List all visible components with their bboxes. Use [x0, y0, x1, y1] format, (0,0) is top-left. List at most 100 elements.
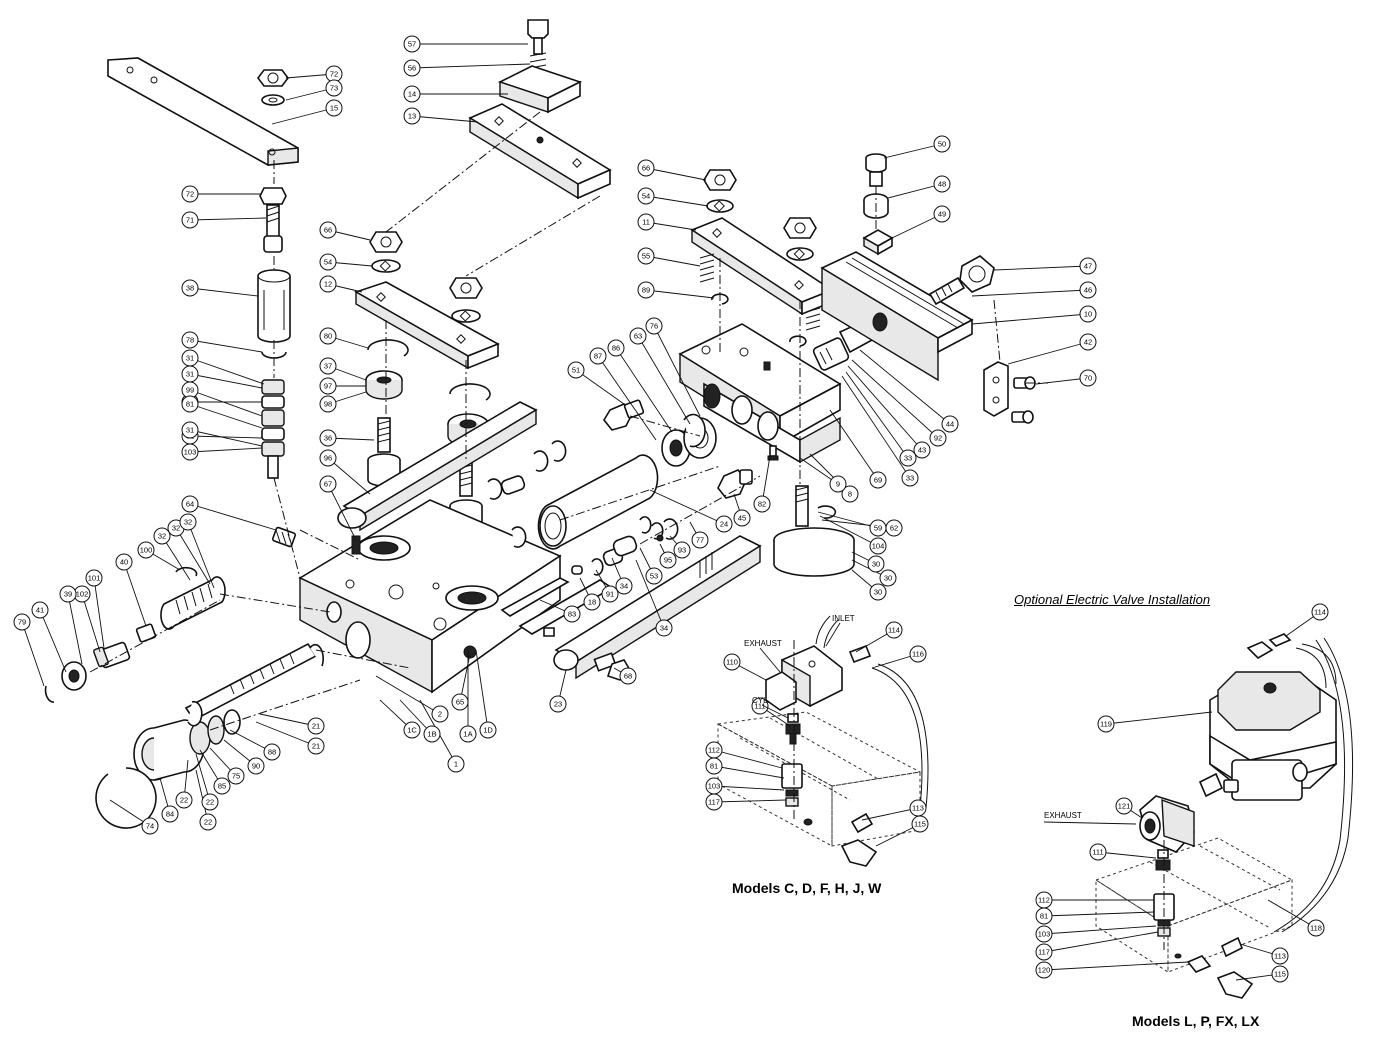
- callout-leader: [883, 143, 943, 159]
- callout-leader: [189, 339, 263, 353]
- callout-number: 13: [408, 112, 416, 121]
- callout-bubble: 86: [607, 339, 625, 357]
- callout-number: 96: [324, 454, 332, 463]
- callout-bubble: 54: [637, 187, 655, 205]
- callout-number: 8: [848, 490, 852, 499]
- callout-number: 111: [754, 702, 765, 711]
- callout-bubble: 118: [1307, 919, 1325, 937]
- callout-bubble: 80: [319, 327, 337, 345]
- callout-bubble: 85: [213, 777, 231, 795]
- callout-leader: [1043, 931, 1159, 953]
- callout-bubble: 31: [181, 421, 199, 439]
- callout-number: 65: [456, 698, 464, 707]
- callout-number: 44: [946, 420, 954, 429]
- callout-bubble: 30: [869, 583, 887, 601]
- callout-number: 47: [1084, 262, 1092, 271]
- callout-bubble: 73: [325, 79, 343, 97]
- part-ring-89b: [789, 335, 807, 347]
- callout-number: 81: [710, 762, 718, 771]
- callout-bubble: 110: [723, 653, 741, 671]
- callout-leader: [189, 357, 265, 385]
- callout-bubble: 41: [31, 601, 49, 619]
- callout-leader: [327, 457, 371, 495]
- callout-leader: [189, 389, 263, 417]
- callout-bubble: 57: [403, 35, 421, 53]
- part-pad-49: [862, 229, 894, 256]
- callout-bubble: 53: [645, 567, 663, 585]
- callout-number: 36: [324, 434, 332, 443]
- callout-number: 83: [568, 610, 576, 619]
- callout-bubble: 34: [615, 577, 633, 595]
- callout-bubble: 22: [201, 793, 219, 811]
- callout-bubble: 1B: [423, 725, 441, 743]
- callout-leader: [67, 593, 83, 665]
- part-screw-50: [865, 153, 887, 187]
- callout-number: 33: [906, 474, 914, 483]
- callout-bubble: 103: [1035, 925, 1053, 943]
- callout-bubble: 66: [319, 221, 337, 239]
- callout-leader: [375, 675, 441, 715]
- callout-bubble: 30: [879, 569, 897, 587]
- assembly-centerlines: [89, 111, 1048, 731]
- callout-bubble: 81: [705, 757, 723, 775]
- callout-leader: [713, 765, 785, 779]
- callout-bubble: 36: [319, 429, 337, 447]
- part-ring-upper: [449, 383, 491, 401]
- callout-number: 41: [36, 606, 44, 615]
- callout-leader: [649, 489, 725, 525]
- callout-leader: [597, 355, 657, 441]
- callout-number: 115: [914, 820, 926, 829]
- callout-bubble: 31: [181, 349, 199, 367]
- callout-number: 39: [64, 590, 72, 599]
- callout-number: 10: [1084, 310, 1092, 319]
- callout-number: 31: [186, 426, 194, 435]
- callout-number: 1A: [463, 730, 472, 739]
- part-pin-91: [571, 535, 638, 576]
- callout-leader: [887, 183, 943, 199]
- callout-bubble: 34: [655, 619, 673, 637]
- callout-bubble: 37: [319, 357, 337, 375]
- callout-number: 68: [624, 672, 632, 681]
- callout-bubble: 44: [941, 415, 959, 433]
- part-bar-13: [468, 103, 612, 200]
- callout-bubble: 79: [13, 613, 31, 631]
- callout-number: 81: [186, 400, 194, 409]
- callout-bubble: 39: [59, 585, 77, 603]
- callout-number: 49: [938, 210, 946, 219]
- callout-number: 118: [1310, 924, 1322, 933]
- callout-bubble: 45: [733, 509, 751, 527]
- callout-bubble: 11: [637, 213, 655, 231]
- callout-number: 40: [120, 558, 128, 567]
- callout-leader: [971, 289, 1089, 297]
- callout-leader: [187, 521, 215, 589]
- callout-bubble: 114: [885, 621, 903, 639]
- callout-number: 31: [186, 354, 194, 363]
- callout-leader: [615, 347, 673, 433]
- callout-bubble: 67: [319, 475, 337, 493]
- part-plug-67: [351, 535, 361, 555]
- callout-number: 54: [324, 258, 332, 267]
- callout-leader: [259, 713, 317, 727]
- callout-bubble: 59: [869, 519, 887, 537]
- callout-leader: [819, 515, 879, 547]
- callout-bubble: 115: [1271, 965, 1289, 983]
- callout-bubble: 49: [933, 205, 951, 223]
- callout-bubble: 77: [691, 531, 709, 549]
- callout-number: 101: [88, 574, 101, 583]
- callout-number: 111: [1092, 848, 1103, 857]
- callout-number: 114: [888, 626, 900, 635]
- callout-number: 30: [872, 560, 880, 569]
- callout-number: 89: [642, 286, 650, 295]
- callout-bubble: 100: [137, 541, 155, 559]
- callout-number: 54: [642, 192, 650, 201]
- callout-number: 113: [912, 804, 924, 813]
- callout-bubble: 46: [1079, 281, 1097, 299]
- part-ring-100: [175, 566, 198, 577]
- callout-leader: [39, 609, 67, 673]
- callout-bubble: 71: [181, 211, 199, 229]
- part-pin-71: [259, 187, 287, 253]
- callout-number: 21: [312, 742, 320, 751]
- callout-leader: [713, 785, 785, 791]
- callout-bubble: 87: [589, 347, 607, 365]
- callout-bubble: 40: [115, 553, 133, 571]
